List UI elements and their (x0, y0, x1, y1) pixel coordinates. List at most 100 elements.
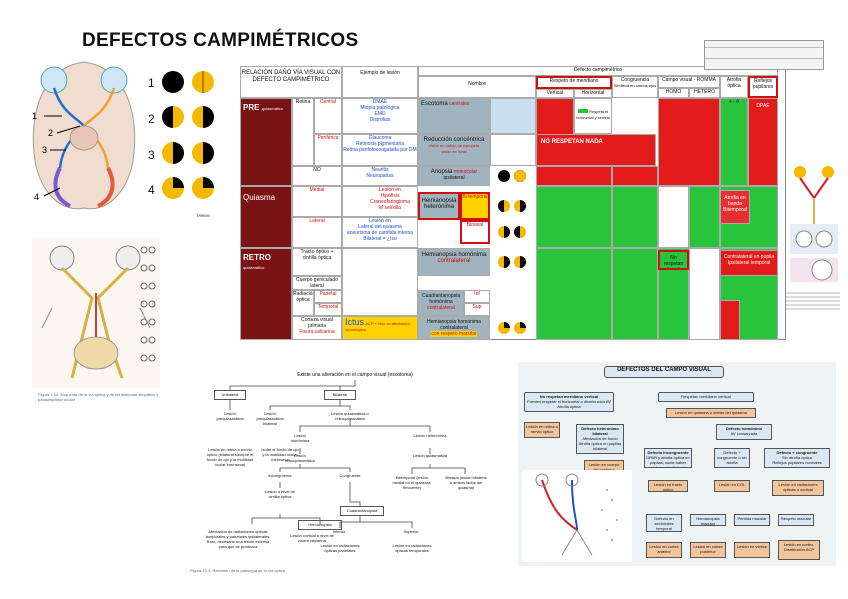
fr-perdida: Pérdida macular (734, 514, 770, 526)
fr-defecto-cong: Defecto + congruente o sin atrofia (714, 448, 750, 468)
flow-left-caption: Figura 13.3. Resumen de la patología de … (190, 568, 285, 573)
flow-cuadrantanopsia: Cuadrantanopsia (340, 506, 384, 516)
fr-no-respetan-sub: Pueden respetar el horizontal o disminuc… (527, 399, 611, 409)
visual-pathway-illustration (32, 238, 160, 388)
page-title: DEFECTOS CAMPIMÉTRICOS (82, 30, 359, 51)
ex-central: DMAE Miopía patológica EMD Distrofias (342, 98, 418, 134)
h-central-note: Respeta el horizontal y central (574, 98, 612, 134)
flow-congruente: Congruente (339, 473, 361, 478)
flow-quiasm-retro: Lesión quiasmática o retroquiasmática (331, 411, 369, 421)
right-pathway-diagrams (790, 166, 838, 282)
fr-defecto-muy-sub: Sin atrofia óptica Reflejos pupilares no… (772, 455, 822, 465)
flow-rad-parietales: Lesión en radiaciones ópticas parietales (320, 543, 360, 553)
cong-anopsia (612, 166, 658, 186)
flow-homonima: Lesión homónima (290, 433, 310, 443)
homo-retro-note: No respetan (mac) (658, 250, 689, 270)
brain-label-3: 3 (42, 145, 47, 155)
escotoma-image (490, 98, 536, 134)
flow-quiasmatica: Lesión quiasmática (412, 453, 448, 458)
brain-label-1: 1 (32, 111, 37, 121)
fr-title: DEFECTOS DEL CAMPO VISUAL (604, 366, 724, 378)
ictus-label: Ictus (345, 317, 365, 327)
n-binasal: Binasal (460, 220, 490, 244)
hetero-quiasma (689, 186, 720, 248)
header-reflejos: Reflejos pupilares (748, 76, 778, 98)
row-quiasma: Quiasma (240, 186, 292, 248)
header-defecto: Defecto campimétrico (418, 66, 778, 76)
fr-no-respetan-label: No respetan meridiano vertical (539, 394, 599, 399)
anopsia-colored: monocular (453, 169, 478, 175)
ipsi-red-label: Ipsilateral temporal (727, 260, 771, 266)
field-number-4: 4 (148, 183, 155, 197)
header-homo: HOMO (658, 88, 689, 98)
quiasma-red-sub: Bitemporal (723, 207, 747, 213)
row-pre-sub: quiasmático (261, 106, 284, 111)
fr-pathway-diagram (522, 470, 632, 562)
congruencia-sub: Similitud en ambos ojos (613, 83, 657, 88)
cisura-label: Fisura calcarina (299, 329, 335, 335)
fr-lesion-cortex2: Lesión en cortex. Distribución ACP (778, 540, 820, 560)
reflejos-pre: DPAE (748, 98, 778, 186)
fr-lesion-vertice: Lesión en vértice (734, 542, 770, 558)
sub-medial: Medial (292, 186, 342, 217)
n-bitemporal: Bi temporal (460, 192, 490, 220)
flow-binasal: Binasal (lesión bilateral a ambos lados … (445, 475, 487, 490)
anopsia-label: Anopsia (430, 169, 453, 175)
brain-label-4: 4 (34, 192, 39, 202)
anopsia-sub: ipsilateral (443, 175, 465, 181)
sub-parietal: Parietal (314, 290, 342, 303)
contra-red-label: Contralateral en pupila (723, 254, 775, 260)
flow-inferior: Inferior (332, 529, 346, 534)
flow-afectacion: Afectación de radiaciones ópticas tempor… (205, 529, 271, 549)
flow-cortical: Lesión cortical a nivel de cisura calcar… (290, 533, 334, 543)
flow-hemianopsia: Hemianopsia (298, 520, 342, 530)
flow-unilateral: Unilateral (214, 390, 246, 400)
fr-lesion-tracto: Lesión en tracto óptico (648, 480, 688, 492)
flow-root: Existe una alteración en el campo visual… (297, 372, 413, 378)
flow-incongruente: Incongruente (268, 473, 292, 478)
n-inf: Inf (464, 290, 490, 303)
flow-heteronima: Lesión heterónima (413, 433, 447, 438)
mini-table (704, 40, 824, 70)
flow-isolar: Isolar el fondo de ojo y la motilidad oc… (261, 447, 299, 462)
flowchart-right: DEFECTOS DEL CAMPO VISUAL No respetan me… (518, 362, 836, 566)
fr-lesion-cgl: Lesión en CGL (714, 480, 750, 492)
fr-hemianopsia: Hemianopsia macular (690, 514, 726, 526)
sub-tracto: Tracto óptico + cintilla óptica (292, 248, 342, 276)
brain-visual-pathway-diagram: 1 2 3 4 (32, 61, 136, 210)
sub-periferica: Periférica (314, 134, 342, 166)
header-ejemplo: Ejemplo de lesión (342, 66, 418, 98)
flow-bitemporal: Bitemporal (lesión medial en el quiasma;… (392, 475, 432, 490)
fr-defecto-hom-sub: AV conservada (730, 431, 758, 436)
figure-small-label: T/99/09 (196, 213, 210, 218)
cong-retro (612, 248, 658, 340)
anopsia-red (536, 166, 612, 186)
homo-quiasma (658, 186, 689, 248)
campo-pre-red (658, 98, 720, 186)
fr-lesion-rad: Lesión en radiaciones ópticas o cortical (772, 480, 824, 496)
hemianopsia-hom-label: Hemianopsia homónima (421, 252, 487, 258)
fr-respetan: Respetan meridiano vertical (658, 392, 754, 402)
cuadrant-label: Cuadrantanopsia homónima (421, 293, 461, 305)
hemianopsia-hom-contra: contralateral (437, 258, 471, 264)
flow-lesion-retina: Lesión en retina o nervio óptico (bilate… (206, 447, 254, 467)
n-sup: Sup (464, 303, 490, 316)
header-nombre: Nombre (418, 76, 536, 98)
ex-periferica: Glaucoma Retinosis pigmentaria Retina pa… (342, 134, 418, 166)
sub-no: NO (292, 166, 342, 186)
cong-quiasma (612, 186, 658, 248)
row-pre: PRE quiasmático (240, 98, 292, 186)
fr-lesion-cortex: Lesión en cortex posterior (690, 542, 726, 558)
flowchart-left: Existe una alteración en el campo visual… (190, 368, 510, 578)
fr-lesion-retina: Lesión en retina o nervio óptico (524, 422, 560, 438)
fr-defecto-het-sub: Afectación de fondo Atrofia óptica en pa… (578, 436, 622, 451)
